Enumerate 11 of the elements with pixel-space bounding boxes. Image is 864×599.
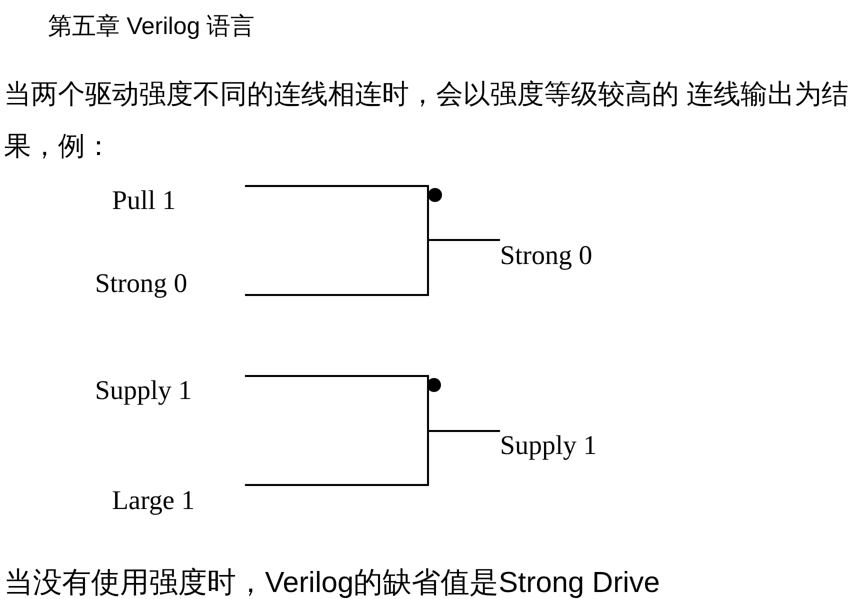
chapter-heading: 第五章 Verilog 语言 xyxy=(48,12,256,42)
wire-label: Supply 1 xyxy=(500,430,597,460)
wire xyxy=(245,239,500,296)
wire-label: Pull 1 xyxy=(112,185,176,215)
paragraph: 当两个驱动强度不同的连线相连时，会以强度等级较高的 连线输出为结果，例： xyxy=(4,78,850,163)
wire-label: Strong 0 xyxy=(95,268,188,298)
wire-label: Supply 1 xyxy=(95,375,192,405)
wire-label: Large 1 xyxy=(112,485,195,515)
wire-label: Strong 0 xyxy=(500,240,592,270)
note-text: 当没有使用强度时，Verilog的缺省值是Strong Drive xyxy=(4,566,661,599)
wire xyxy=(245,430,500,486)
